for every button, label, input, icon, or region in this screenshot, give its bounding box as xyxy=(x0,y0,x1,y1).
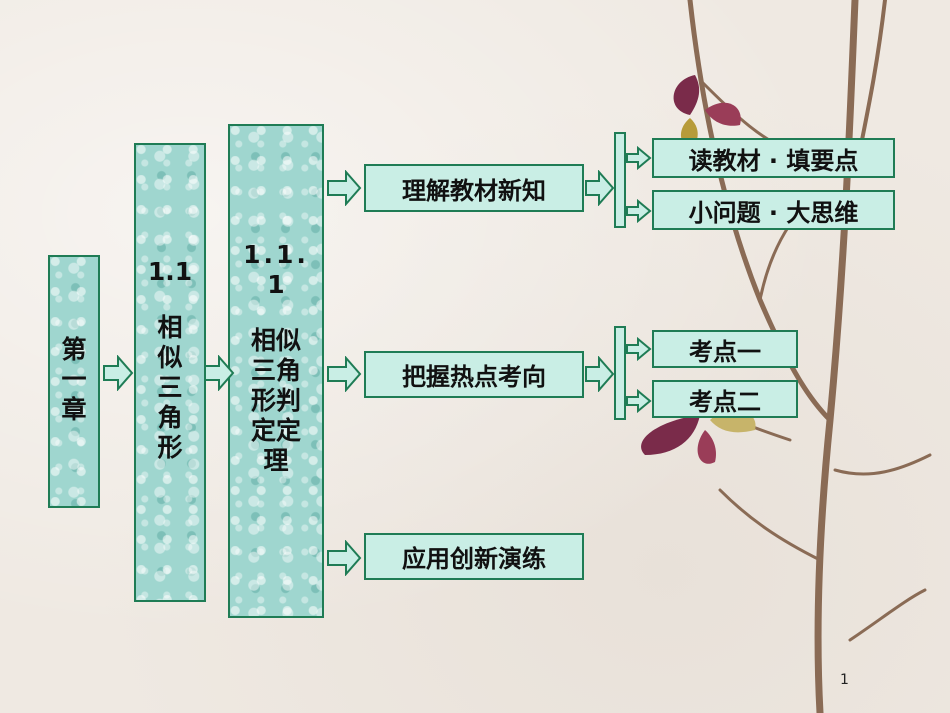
arrow-right-icon xyxy=(204,355,235,391)
grasp-hotspots-button[interactable]: 把握热点考向 xyxy=(364,351,584,398)
section-title-char: 角 xyxy=(157,403,183,432)
subsection-title-line: 形判 xyxy=(250,386,301,415)
small-questions-label: 小问题 · 大思维 xyxy=(688,198,859,227)
understand-textbook-label: 理解教材新知 xyxy=(402,176,546,205)
point-one-button[interactable]: 考点一 xyxy=(652,330,798,368)
subsection-title-line: 理 xyxy=(263,446,289,475)
understand-textbook-button[interactable]: 理解教材新知 xyxy=(364,164,584,212)
section-title-char: 形 xyxy=(157,433,183,462)
arrow-right-icon xyxy=(103,355,134,391)
subsection-title-line: 三角 xyxy=(250,356,301,385)
arrow-right-icon xyxy=(585,356,615,392)
arrow-right-icon xyxy=(585,170,615,206)
section-tile: 1.1 相 似 三 角 形 xyxy=(134,143,206,602)
apply-innovation-button[interactable]: 应用创新演练 xyxy=(364,533,584,580)
page-number: 1 xyxy=(840,672,849,688)
chapter-char-2: 一 xyxy=(61,365,87,394)
apply-innovation-label: 应用创新演练 xyxy=(402,545,546,573)
read-textbook-label: 读教材 · 填要点 xyxy=(688,146,859,175)
chapter-char-3: 章 xyxy=(61,395,87,424)
subsection-number-line2: 1 xyxy=(267,270,285,299)
chapter-tile: 第 一 章 xyxy=(48,255,100,508)
point-two-button[interactable]: 考点二 xyxy=(652,380,798,418)
point-two-label: 考点二 xyxy=(689,387,761,416)
section-number: 1.1 xyxy=(147,257,193,286)
arrow-right-icon xyxy=(626,389,652,413)
arrow-right-icon xyxy=(626,146,652,170)
arrow-right-icon xyxy=(626,199,652,223)
arrow-right-icon xyxy=(626,337,652,361)
branch-bracket xyxy=(614,326,626,420)
point-one-label: 考点一 xyxy=(689,337,761,366)
section-title-char: 似 xyxy=(157,343,183,372)
section-title-char: 相 xyxy=(157,313,183,342)
section-title-char: 三 xyxy=(157,373,183,402)
arrow-right-icon xyxy=(327,540,362,576)
subsection-tile: 1.1. 1 相似 三角 形判 定定 理 xyxy=(228,124,324,618)
branch-bracket xyxy=(614,132,626,228)
small-questions-button[interactable]: 小问题 · 大思维 xyxy=(652,190,895,230)
arrow-right-icon xyxy=(327,356,362,392)
subsection-title-line: 定定 xyxy=(250,416,301,445)
arrow-right-icon xyxy=(327,170,362,206)
grasp-hotspots-label: 把握热点考向 xyxy=(402,363,546,391)
chapter-char-1: 第 xyxy=(61,335,87,364)
read-textbook-button[interactable]: 读教材 · 填要点 xyxy=(652,138,895,178)
subsection-number-line1: 1.1. xyxy=(243,240,309,269)
subsection-title-line: 相似 xyxy=(250,326,301,355)
